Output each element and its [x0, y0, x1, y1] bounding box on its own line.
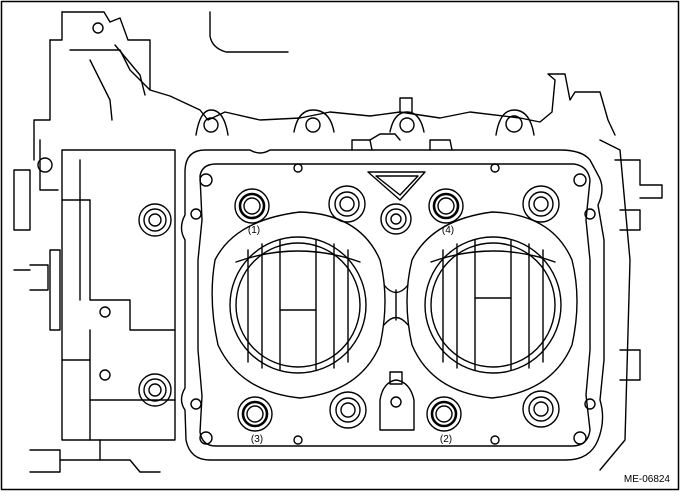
bolt-label-4: (4) — [442, 225, 454, 236]
cylinder-bores — [211, 211, 578, 399]
head-bolt-2 — [426, 396, 462, 432]
head-bolt-4 — [428, 188, 464, 224]
cylinder-head-deck — [180, 133, 605, 461]
figure-id-label: ME-06824 — [624, 474, 671, 485]
engine-block-background — [13, 11, 663, 473]
bolt-label-3: (3) — [251, 434, 263, 445]
head-bolts-unnumbered — [328, 185, 560, 429]
head-bolt-1 — [234, 188, 270, 224]
bolt-label-2: (2) — [440, 434, 452, 445]
bolt-label-1: (1) — [248, 225, 260, 236]
head-bolt-3 — [237, 396, 273, 432]
